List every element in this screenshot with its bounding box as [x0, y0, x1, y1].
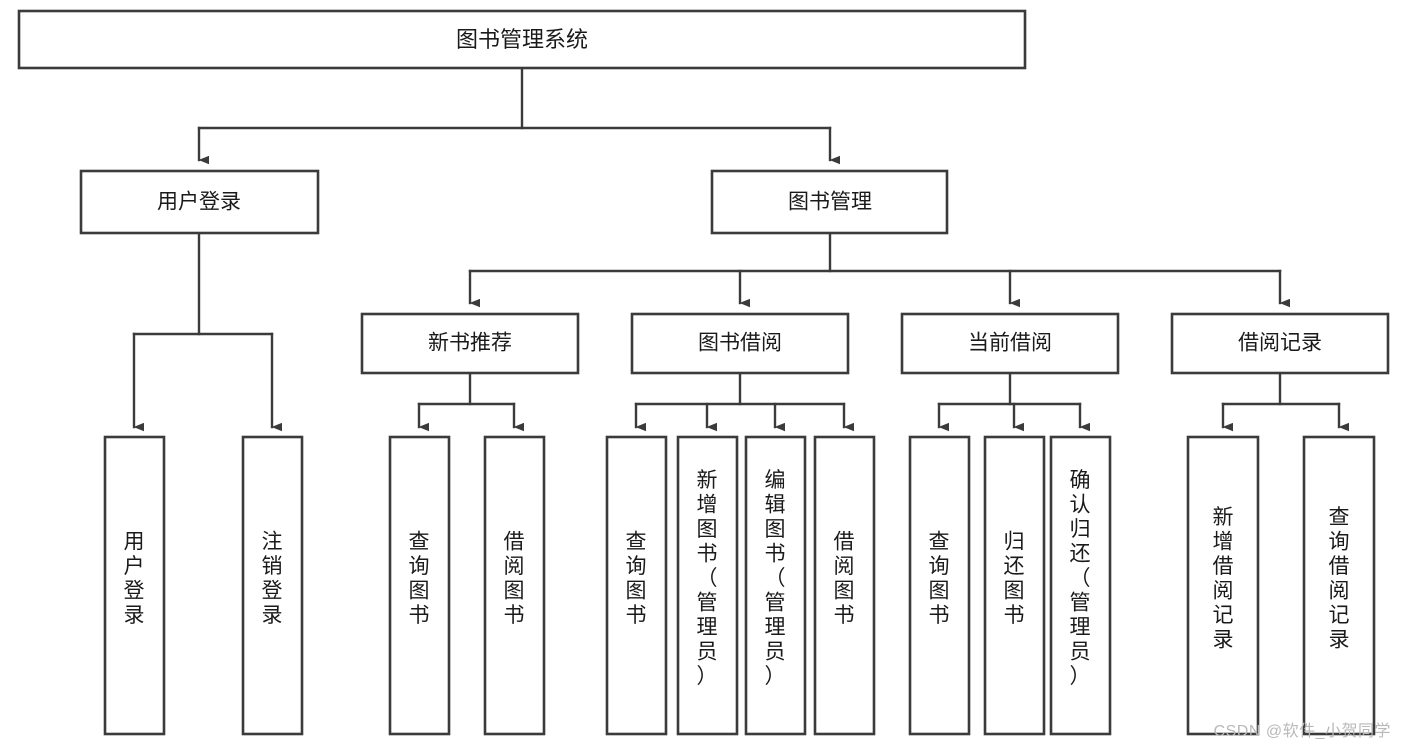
leaf-logout[interactable]: 注销登录 [241, 435, 304, 736]
node-book-borrow-box[interactable] [630, 312, 850, 375]
leaf-query-book-borrow[interactable]: 查询图书 [605, 435, 668, 736]
leaf-query-borrow-record-label: 查询借阅记录 [1329, 506, 1350, 652]
connector-borrow-record-to-leaves [1221, 371, 1349, 432]
leaf-add-borrow-record-box[interactable] [1186, 435, 1260, 736]
connector-book-manage-to-level2 [468, 231, 1290, 308]
node-borrow-record-box[interactable] [1170, 312, 1390, 375]
leaf-query-book-borrow-label: 查询图书 [626, 530, 647, 627]
leaf-query-book-current-label: 查询图书 [929, 530, 950, 627]
leaf-add-borrow-record-label: 新增借阅记录 [1213, 506, 1234, 652]
leaf-edit-book-admin[interactable]: 编辑图书（管理员） [744, 435, 807, 736]
connector-new-book-recommend-to-leaves [417, 371, 524, 432]
node-current-borrow[interactable]: 当前借阅 [900, 312, 1120, 375]
node-new-book-recommend-label: 新书推荐 [428, 332, 512, 355]
leaf-query-book-recommend-box[interactable] [388, 435, 451, 736]
leaf-borrow-book[interactable]: 借阅图书 [813, 435, 876, 736]
node-book-manage[interactable]: 图书管理 [710, 169, 949, 235]
node-book-manage-box[interactable] [710, 169, 949, 235]
leaf-nodes-group: 用户登录 注销登录 查询图书 借阅图书 查询图书 新增图书（管理员） [103, 435, 1376, 736]
leaf-add-borrow-record[interactable]: 新增借阅记录 [1186, 435, 1260, 736]
leaf-edit-book-admin-box[interactable] [744, 435, 807, 736]
leaf-add-book-admin-box[interactable] [676, 435, 739, 736]
leaf-query-borrow-record-box[interactable] [1302, 435, 1376, 736]
leaf-query-book-recommend-label: 查询图书 [409, 530, 430, 627]
connector-root-to-level1 [197, 66, 840, 165]
leaf-borrow-book-label: 借阅图书 [834, 530, 855, 627]
node-user-login-box[interactable] [79, 169, 320, 235]
node-current-borrow-box[interactable] [900, 312, 1120, 375]
leaf-query-book-current-box[interactable] [908, 435, 971, 736]
leaf-edit-book-admin-label: 编辑图书（管理员） [765, 469, 786, 688]
node-user-login-label: 用户登录 [157, 191, 241, 214]
leaf-confirm-return-admin[interactable]: 确认归还（管理员） [1049, 435, 1112, 736]
csdn-watermark: CSDN @软件_小贺同学 [1213, 723, 1391, 740]
node-current-borrow-label: 当前借阅 [968, 332, 1052, 355]
connector-current-borrow-to-leaves [937, 371, 1090, 432]
node-root[interactable]: 图书管理系统 [17, 9, 1027, 70]
leaf-logout-label: 注销登录 [262, 530, 283, 627]
node-root-box[interactable] [17, 9, 1027, 70]
leaf-add-book-admin-label: 新增图书（管理员） [697, 469, 718, 688]
node-borrow-record[interactable]: 借阅记录 [1170, 312, 1390, 375]
leaf-logout-box[interactable] [241, 435, 304, 736]
connector-book-borrow-to-leaves [634, 371, 854, 432]
leaf-query-book-recommend[interactable]: 查询图书 [388, 435, 451, 736]
leaf-return-book-label: 归还图书 [1004, 530, 1025, 627]
leaf-confirm-return-admin-box[interactable] [1049, 435, 1112, 736]
node-new-book-recommend[interactable]: 新书推荐 [360, 312, 580, 375]
leaf-confirm-return-admin-label: 确认归还（管理员） [1070, 469, 1091, 688]
leaf-add-book-admin[interactable]: 新增图书（管理员） [676, 435, 739, 736]
leaf-borrow-book-recommend[interactable]: 借阅图书 [483, 435, 546, 736]
node-root-label: 图书管理系统 [456, 27, 588, 52]
leaf-borrow-book-recommend-box[interactable] [483, 435, 546, 736]
node-new-book-recommend-box[interactable] [360, 312, 580, 375]
node-borrow-record-label: 借阅记录 [1238, 332, 1322, 355]
node-book-manage-label: 图书管理 [788, 191, 872, 214]
leaf-query-borrow-record[interactable]: 查询借阅记录 [1302, 435, 1376, 736]
node-book-borrow-label: 图书借阅 [698, 332, 782, 355]
leaf-query-book-borrow-box[interactable] [605, 435, 668, 736]
leaf-borrow-book-recommend-label: 借阅图书 [504, 530, 525, 627]
node-user-login[interactable]: 用户登录 [79, 169, 320, 235]
leaf-return-book[interactable]: 归还图书 [983, 435, 1046, 736]
leaf-user-login[interactable]: 用户登录 [103, 435, 166, 736]
leaf-user-login-label: 用户登录 [124, 530, 145, 627]
node-book-borrow[interactable]: 图书借阅 [630, 312, 850, 375]
connector-user-login-to-leaves [132, 231, 282, 432]
leaf-return-book-box[interactable] [983, 435, 1046, 736]
leaf-query-book-current[interactable]: 查询图书 [908, 435, 971, 736]
leaf-user-login-box[interactable] [103, 435, 166, 736]
leaf-borrow-book-box[interactable] [813, 435, 876, 736]
